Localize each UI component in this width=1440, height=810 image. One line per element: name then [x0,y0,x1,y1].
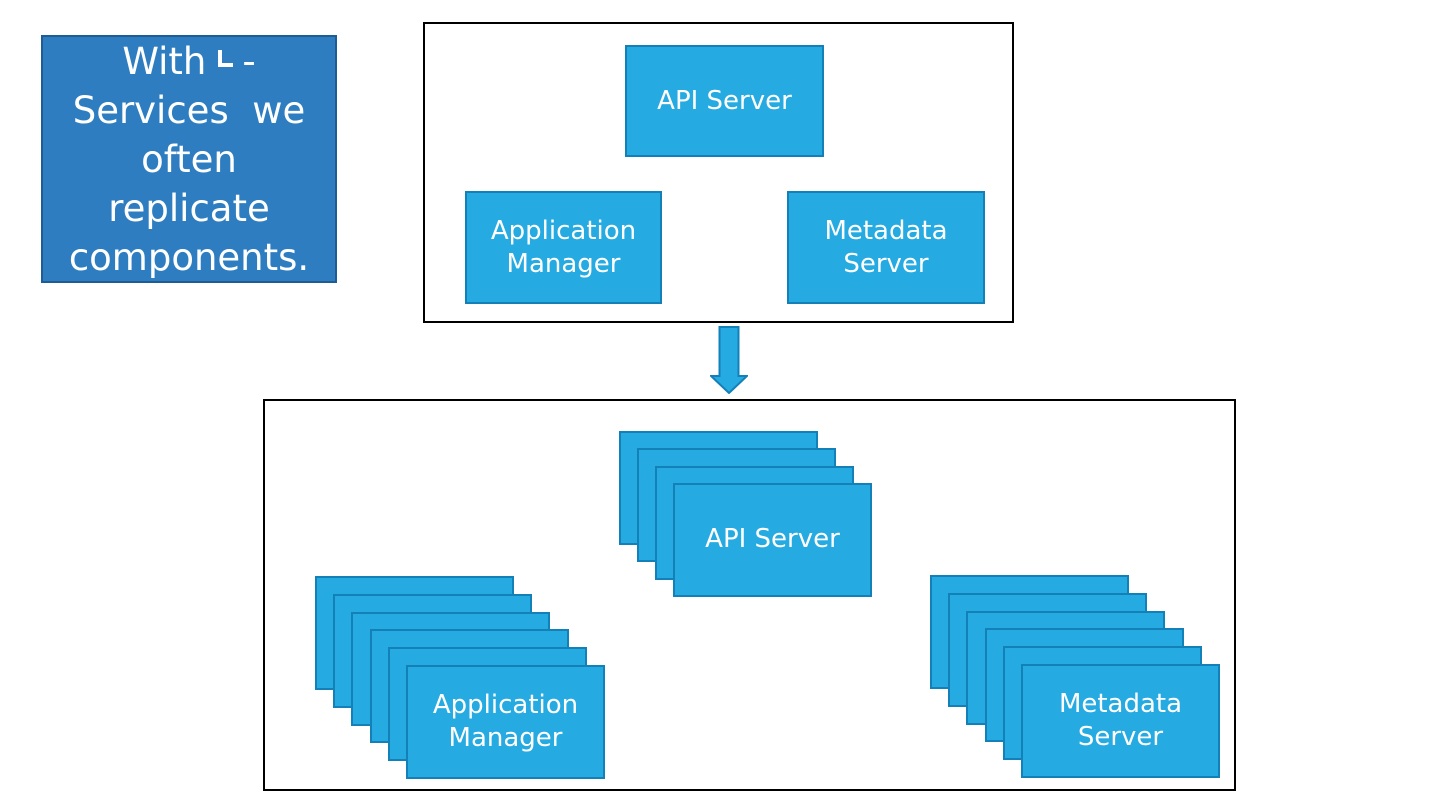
down-arrow-icon [710,326,748,394]
note-line-1: With- [122,37,255,86]
api-server-stack: API Server [619,431,873,599]
top-architecture-panel: API Server Application Manager Metadata … [423,22,1014,323]
metadata-server-stack: Metadata Server [930,575,1221,779]
application-manager-box-label: Application Manager [490,215,637,279]
api-server-box-label: API Server [657,85,792,116]
metadata-server-card: Metadata Server [1021,664,1220,778]
note-box: With- Services we often replicate compon… [41,35,337,283]
note-line-2: Services we [72,88,306,132]
metadata-server-stack-label: Metadata Server [1058,689,1183,752]
missing-micro-glyph-icon [218,49,234,67]
application-manager-stack: Application Manager [315,576,606,780]
application-manager-stack-label: Application Manager [432,690,579,753]
api-server-box: API Server [625,45,824,157]
bottom-replicated-panel: API Server Application Manager Metadata … [263,399,1236,791]
note-line-5: components. [68,235,310,279]
application-manager-box: Application Manager [465,191,662,304]
note-line-1-prefix: With [122,39,207,83]
application-manager-card: Application Manager [406,665,605,779]
api-server-card: API Server [673,482,872,597]
metadata-server-box: Metadata Server [787,191,985,304]
note-line-1-suffix: - [242,39,256,83]
api-server-stack-label: API Server [705,524,840,555]
metadata-server-box-label: Metadata Server [824,215,948,279]
note-line-4: replicate [108,186,270,230]
note-line-3: often [141,137,237,181]
